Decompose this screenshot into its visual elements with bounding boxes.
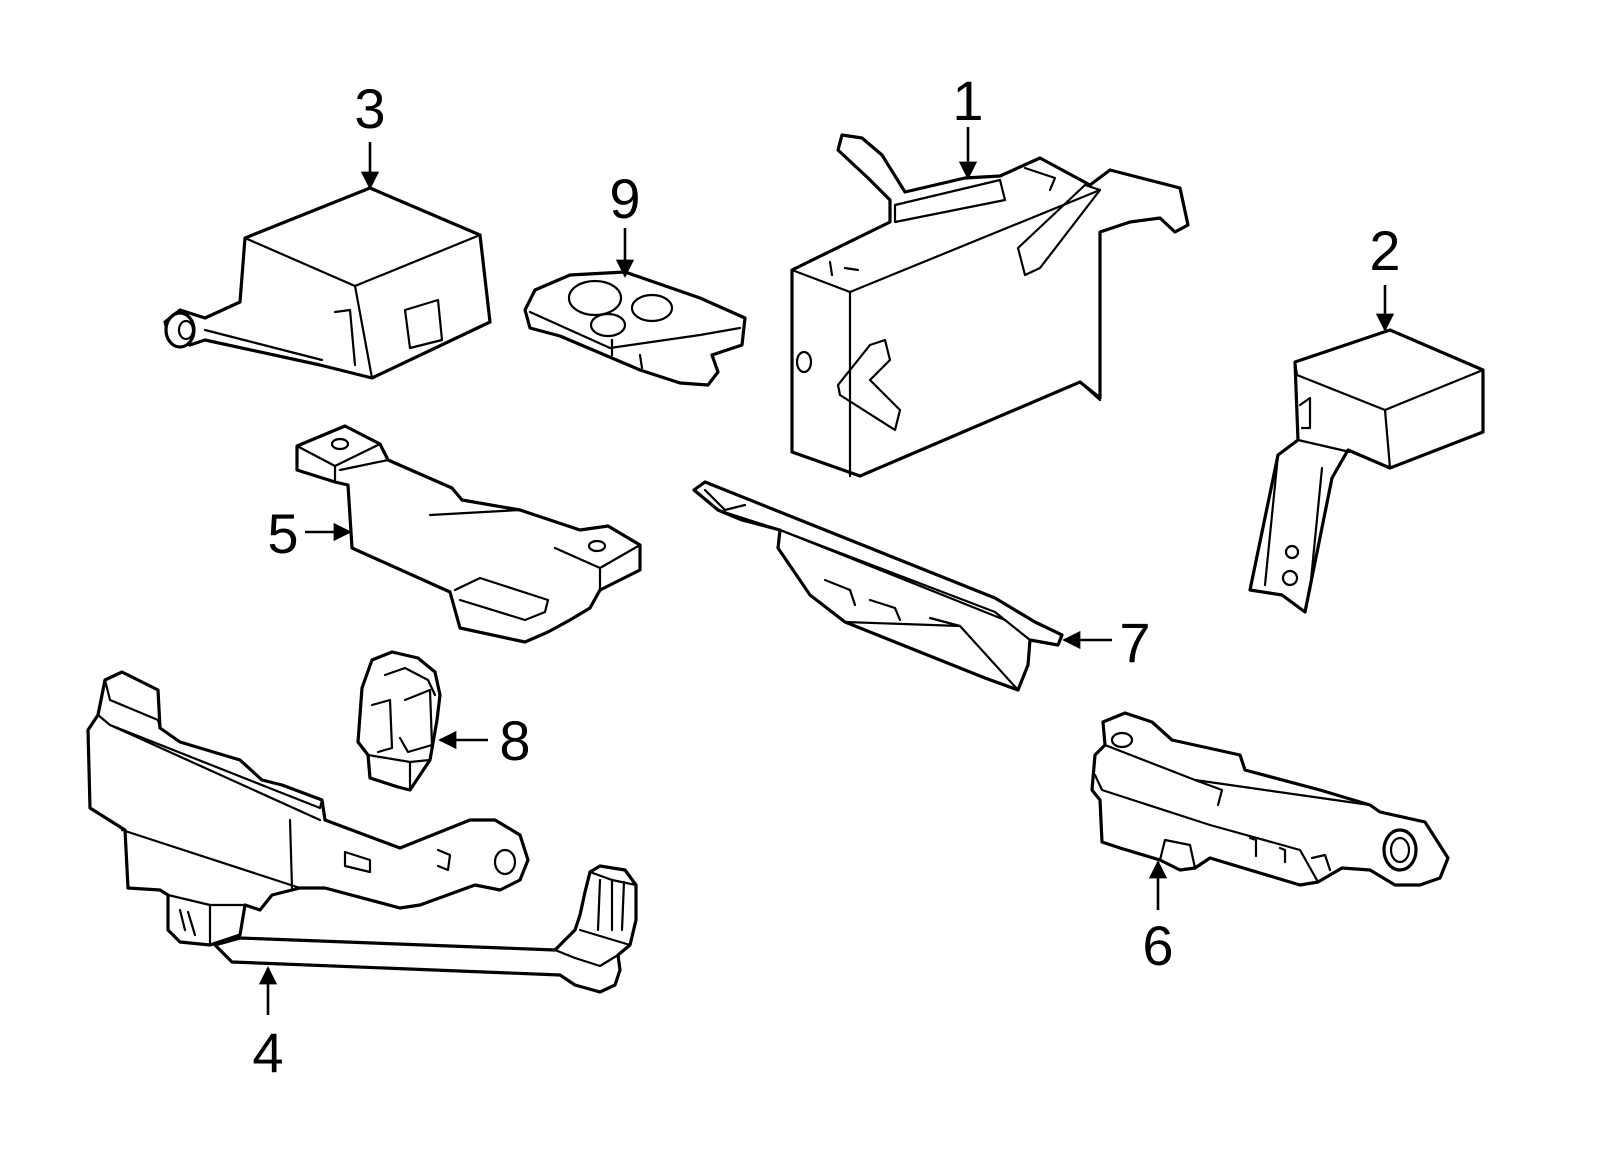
callout-9: 9: [609, 167, 640, 230]
callout-7: 7: [1119, 611, 1150, 674]
part-6-sensor: [1090, 711, 1450, 887]
part-5-sensor: [295, 424, 642, 644]
callout-5: 5: [267, 502, 298, 565]
callout-1: 1: [952, 69, 983, 132]
callout-8: 8: [499, 709, 530, 772]
callout-3: 3: [354, 77, 385, 140]
part-4-sensor: [86, 670, 638, 994]
callout-6: 6: [1142, 914, 1173, 977]
callout-4: 4: [252, 1021, 283, 1084]
callout-numbers: 1 2 3 4 5 6 7 8 9: [252, 69, 1400, 1084]
part-7-module: [692, 480, 1064, 692]
callout-2: 2: [1369, 219, 1400, 282]
part-3-module: [163, 186, 492, 380]
part-8-sensor: [356, 650, 442, 792]
callout-arrows: [258, 127, 1395, 1015]
part-9-key-fob: [523, 270, 747, 387]
part-2-sensor: [1248, 328, 1485, 614]
part-1-module: [790, 133, 1190, 478]
